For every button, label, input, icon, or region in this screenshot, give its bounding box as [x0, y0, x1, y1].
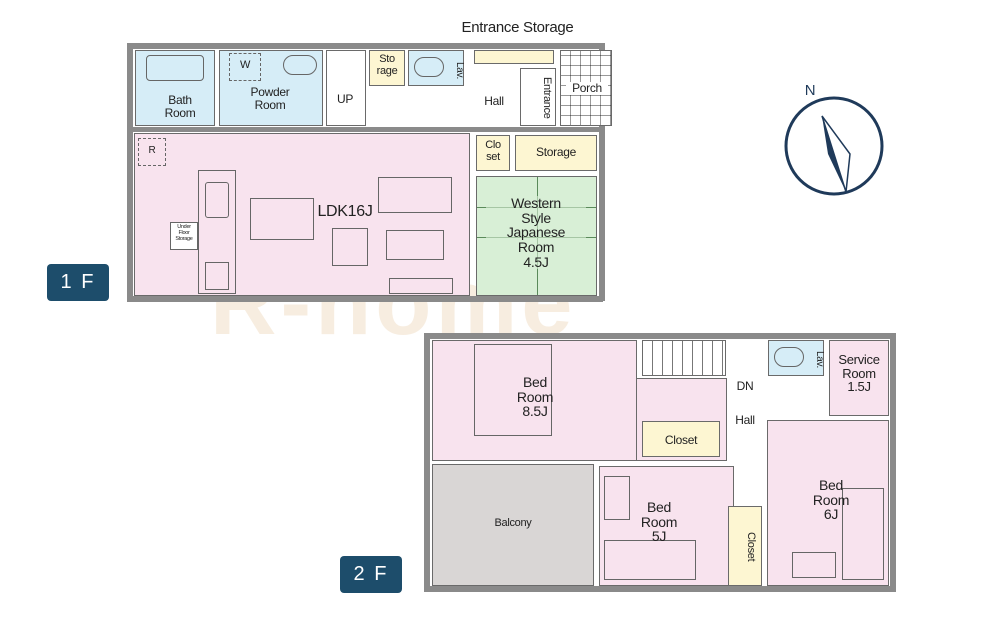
sink	[283, 55, 317, 75]
closet-2f-1	[642, 421, 720, 457]
porch-label: Porch	[566, 82, 608, 95]
toilet-bowl	[414, 57, 444, 77]
bed-5	[604, 540, 696, 580]
hall-label-1f: Hall	[484, 94, 504, 108]
powder-room-label: Powder Room	[250, 85, 290, 112]
bath-room	[135, 50, 215, 126]
bed-8-5	[474, 344, 552, 436]
coffee-table	[386, 230, 444, 260]
bed-room-5	[599, 466, 734, 586]
storage-1f	[515, 135, 597, 171]
closet-2f-2	[728, 506, 762, 586]
bath-room-label: Bath Room	[164, 93, 196, 120]
lav-label-2f: Lav.	[814, 350, 825, 368]
bed-6	[842, 488, 884, 580]
ldk-label: LDK16J	[317, 203, 373, 220]
dn-label: DN	[736, 379, 754, 393]
entrance-storage-label: Entrance Storage	[461, 19, 574, 36]
refrigerator-label: R	[148, 145, 156, 156]
stairs-up-label: UP	[336, 92, 354, 106]
closet-1f	[476, 135, 510, 171]
bathtub	[146, 55, 204, 81]
storage-small	[369, 50, 405, 86]
bed-room-6	[767, 420, 889, 586]
japanese-room-label: Western Style Japanese Room 4.5J	[486, 196, 586, 270]
bed-room-5-label: Bed Room 5J	[640, 499, 678, 545]
closet-2f-1-label: Closet	[664, 433, 698, 447]
entrance-label: Entrance	[541, 77, 553, 119]
stairs-2f[interactable]	[642, 340, 726, 376]
floor-tag-2f: 2 F	[340, 556, 402, 593]
ldk	[134, 133, 470, 296]
compass-north-label: N	[804, 82, 816, 99]
under-floor-storage-box	[170, 222, 198, 250]
armchair	[332, 228, 368, 266]
compass-icon	[784, 96, 884, 196]
bed-room-8-5-label: Bed Room 8.5J	[516, 374, 554, 420]
under-floor-storage-label: Under Floor Storage	[175, 224, 193, 242]
desk-6	[792, 552, 836, 578]
balcony-label: Balcony	[494, 517, 532, 529]
storage-1f-label: Storage	[536, 145, 576, 159]
refrigerator-box	[138, 138, 166, 166]
service-room	[829, 340, 889, 416]
hall-label-2f: Hall	[735, 413, 755, 427]
tv-board	[389, 278, 453, 294]
sofa	[378, 177, 452, 213]
kitchen-sink	[205, 182, 229, 218]
stairs-1f[interactable]	[326, 50, 366, 126]
compass: N	[780, 80, 890, 200]
service-room-label: Service Room 1.5J	[838, 352, 880, 395]
dining-table	[250, 198, 314, 240]
toilet-bowl-2f	[774, 347, 804, 367]
balcony	[432, 464, 594, 586]
lav-label-1f: Lav.	[454, 61, 465, 79]
desk-5	[604, 476, 630, 520]
closet-2f-2-label: Closet	[745, 532, 757, 562]
stove	[205, 262, 229, 290]
storage-small-label: Sto rage	[376, 53, 398, 77]
washer-box	[229, 53, 261, 81]
floor-tag-1f: 1 F	[47, 264, 109, 301]
entrance-storage	[474, 50, 554, 64]
closet-1f-label: Clo set	[485, 139, 501, 163]
bed-room-8-5	[432, 340, 637, 461]
powder-room	[219, 50, 323, 126]
entrance	[520, 68, 556, 126]
kitchen-counter	[198, 170, 236, 294]
washer-label: W	[239, 59, 251, 71]
bed-room-6-label: Bed Room 6J	[812, 477, 850, 523]
